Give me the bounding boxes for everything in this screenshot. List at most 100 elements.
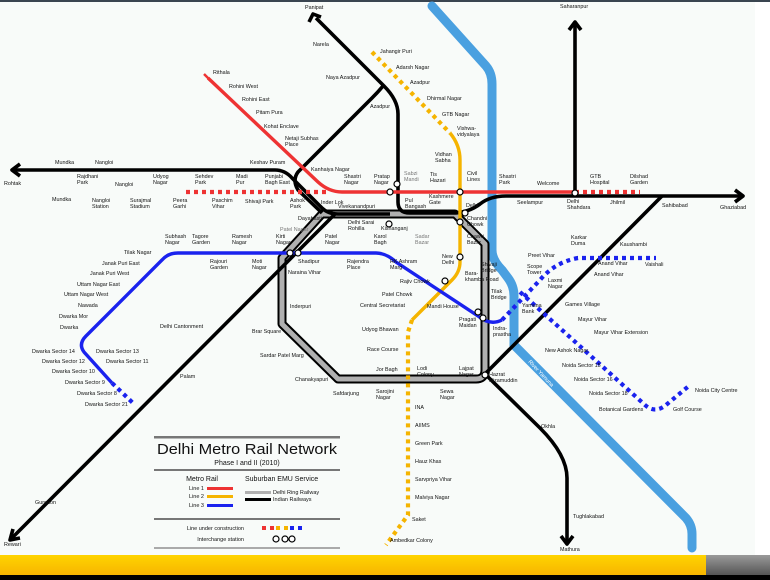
station-label: Sardar Patel Marg bbox=[260, 353, 304, 359]
station-label: Azadpur bbox=[410, 80, 430, 86]
station-label-line: Mandi bbox=[404, 177, 419, 183]
station-label-line: Civil bbox=[467, 171, 477, 177]
station-label-line: Tower bbox=[527, 270, 542, 276]
station-label-line: Azadpur bbox=[370, 104, 390, 110]
station-label-line: Pul bbox=[405, 198, 413, 204]
arrow-mathura-icon bbox=[559, 534, 575, 546]
station-label-line: Bangash bbox=[405, 204, 426, 210]
station-label-line: Seelampur bbox=[517, 200, 543, 206]
river-yamuna bbox=[427, 1, 697, 553]
station-label-line: Place bbox=[285, 142, 299, 148]
station-label-line: Pragati bbox=[459, 317, 476, 323]
station-label-line: Naraina Vihar bbox=[288, 270, 321, 276]
station-label-line: Laxmi bbox=[548, 278, 562, 284]
station-label-line: Sarvpriya Vihar bbox=[415, 477, 452, 483]
station-label: Narela bbox=[313, 42, 329, 48]
station-label: Bara-khamba Road bbox=[465, 271, 499, 283]
station-label: Saket bbox=[412, 517, 426, 523]
station-label: Chanakyapuri bbox=[295, 377, 328, 383]
station-label-line: Bridge bbox=[491, 295, 507, 301]
station-label: Ambedkar Colony bbox=[390, 538, 433, 544]
station-label-line: Mayur Vihar Extension bbox=[594, 330, 648, 336]
station-label: Dwarka Mor bbox=[59, 314, 88, 320]
station-label-line: Bank bbox=[522, 309, 535, 315]
station-label-line: Lodi bbox=[417, 366, 427, 372]
station-label-line: Nagar bbox=[344, 180, 359, 186]
station-label-line: Kishanganj bbox=[381, 226, 408, 232]
station-label: AIIMS bbox=[415, 423, 430, 429]
station-label-line: Dwarka Sector 10 bbox=[52, 369, 95, 375]
station-label-line: Uttam Nagar West bbox=[64, 292, 109, 298]
station-label-line: Shivaji bbox=[481, 262, 497, 268]
station-label: Jor Bagh bbox=[376, 367, 398, 373]
station-label: New Ashok Nagar bbox=[545, 348, 588, 354]
station-label: Uttam Nagar East bbox=[77, 282, 120, 288]
station-label-line: Bazar bbox=[467, 240, 481, 246]
station-label-line: GTB Nagar bbox=[442, 112, 469, 118]
station-label: Shivaji Park bbox=[245, 199, 274, 205]
station-label: Dhirmal Nagar bbox=[427, 96, 462, 102]
station-label-line: Rewari bbox=[4, 542, 21, 548]
station-label-line: Stadium bbox=[130, 204, 150, 210]
station-label-line: Gate bbox=[429, 200, 441, 206]
station-label-line: Hauz Khas bbox=[415, 459, 442, 465]
station-label-line: Chowk bbox=[467, 222, 484, 228]
station-label-line: Delhi bbox=[442, 260, 454, 266]
station-label: Anand Vihar bbox=[594, 272, 624, 278]
station-label-line: Sabzi bbox=[404, 171, 418, 177]
station-label-line: Yamuna bbox=[522, 303, 542, 309]
station-label-line: Scope bbox=[527, 264, 542, 270]
station-label-line: Uttam Nagar East bbox=[77, 282, 120, 288]
station-label-line: Inder Lok bbox=[321, 200, 344, 206]
station-label-line: Jhilmil bbox=[610, 200, 625, 206]
station-label-line: Indra- bbox=[493, 326, 507, 332]
station-label-line: Noida Sector 16 bbox=[574, 377, 613, 383]
station-label-line: khamba Road bbox=[465, 277, 499, 283]
station-label-line: Nagar bbox=[153, 180, 168, 186]
station-label: Ghaziabad bbox=[720, 205, 746, 211]
station-label-line: Nangloi bbox=[115, 182, 133, 188]
station-label-line: Malviya Nagar bbox=[415, 495, 450, 501]
station-label: Rohini West bbox=[229, 84, 258, 90]
swatch-under-construction bbox=[262, 526, 302, 530]
station-label-line: Mundka bbox=[52, 197, 71, 203]
station-label-line: Patel bbox=[325, 234, 337, 240]
station-label-line: Garden bbox=[192, 240, 210, 246]
station-label-line: RK Ashram bbox=[390, 259, 418, 265]
station-label: Brar Square bbox=[252, 329, 281, 335]
station-label: Noida City Centre bbox=[695, 388, 738, 394]
station-label-line: Kirti bbox=[276, 234, 285, 240]
station-label-line: Park bbox=[77, 180, 88, 186]
station-label-line: Vishwa- bbox=[457, 126, 476, 132]
station-label-line: Tilak Nagar bbox=[124, 250, 152, 256]
station-label-line: Bridge bbox=[481, 268, 497, 274]
swatch-line2 bbox=[207, 495, 233, 498]
station-label-line: Nagar bbox=[374, 180, 389, 186]
station-label: Delhi bbox=[466, 203, 478, 209]
station-label: Patel Nagar bbox=[280, 227, 309, 233]
station-label-line: Rajdhani bbox=[77, 174, 98, 180]
station-label-line: Palam bbox=[180, 374, 196, 380]
station-label-line: Tis bbox=[430, 172, 437, 178]
station-label-line: Colony bbox=[417, 372, 434, 378]
station-label: Vishwa-vidyalaya bbox=[457, 126, 479, 138]
station-label-line: Garden bbox=[630, 180, 648, 186]
station-label-line: Delhi Cantonment bbox=[160, 324, 204, 330]
station-label-line: Shadipur bbox=[298, 259, 320, 265]
station-label: Rithala bbox=[213, 70, 230, 76]
